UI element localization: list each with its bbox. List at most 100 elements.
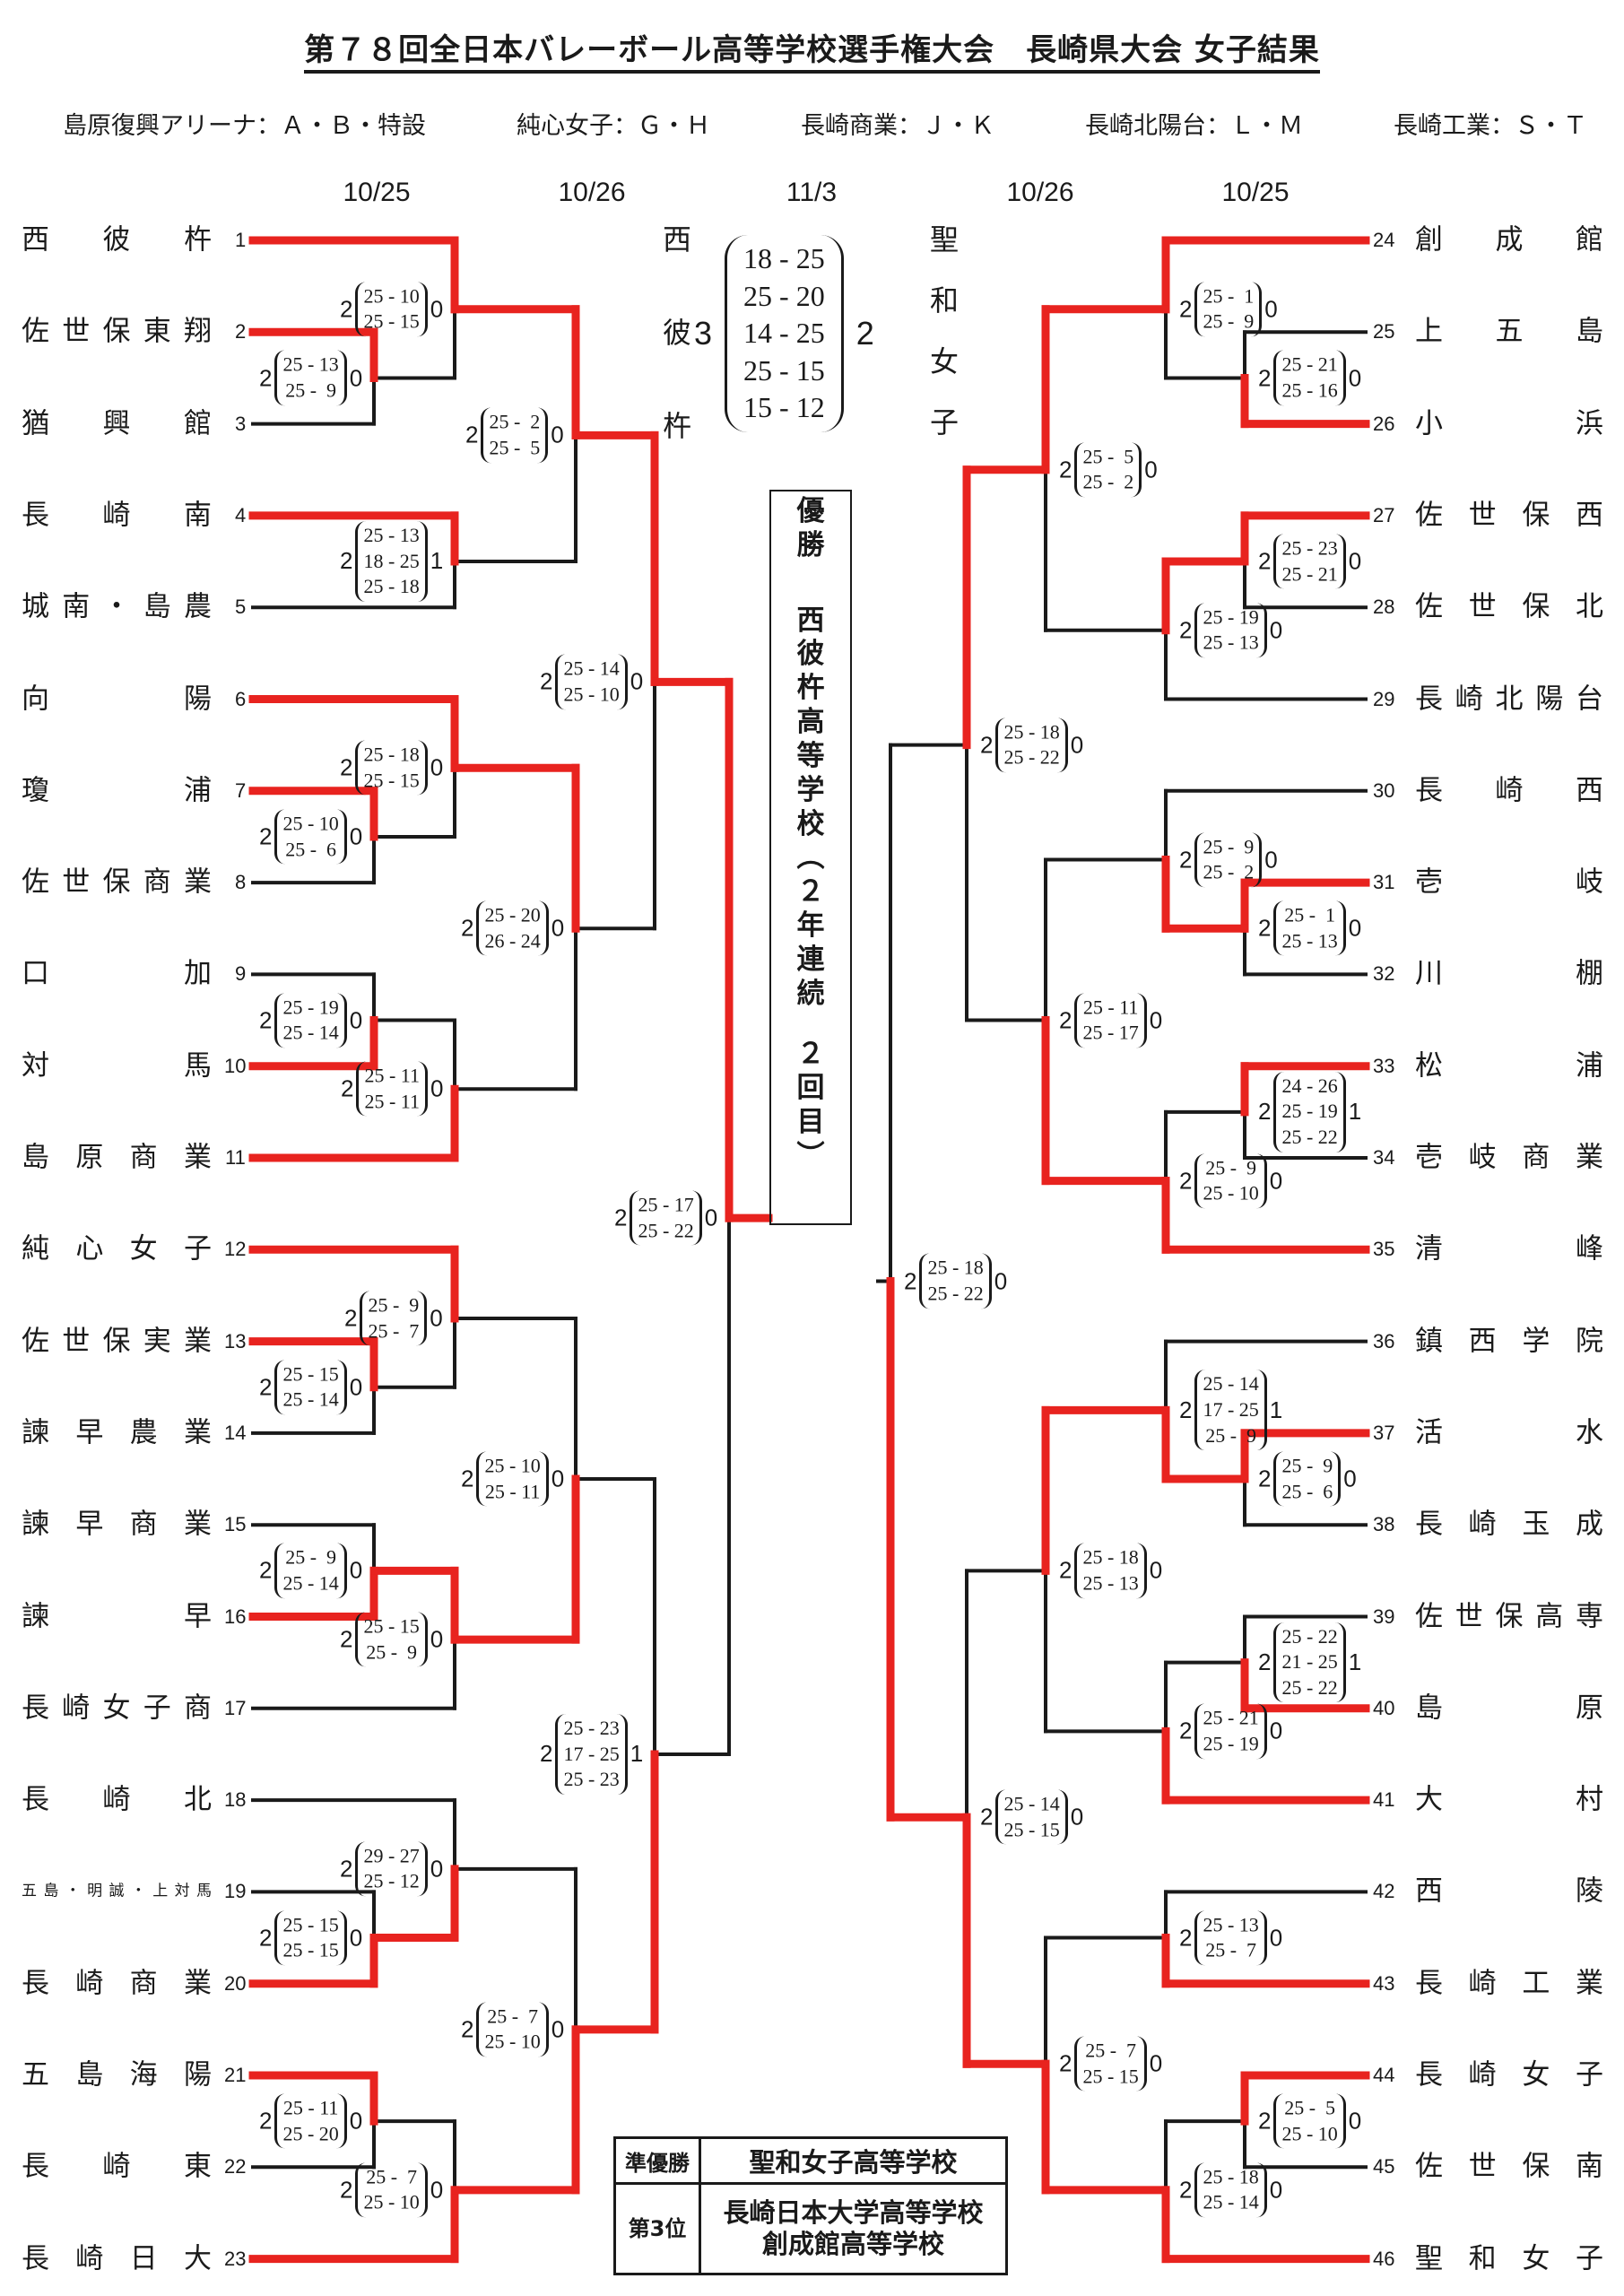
champion-note-char: ︶: [796, 1139, 825, 1172]
champion-note-char: ２: [796, 1038, 825, 1071]
sets-won-loser: 0: [1348, 914, 1362, 942]
team-seed-number: 39: [1373, 1605, 1395, 1628]
sets-won-winner: 2: [340, 1625, 353, 1653]
set-score: 25 - 15: [1082, 2065, 1139, 2088]
team-name: 創成館: [1415, 223, 1603, 257]
set-score: 25 - 18: [1003, 720, 1060, 744]
sets-won-winner: 2: [259, 1556, 273, 1584]
sets-won-winner: 2: [341, 1074, 354, 1102]
set-score: 25 - 22: [1003, 745, 1060, 769]
sets-won-winner: 2: [1059, 2049, 1073, 2077]
set-score: 18 - 25: [363, 549, 420, 572]
set-score: 25 - 14: [282, 1571, 339, 1595]
sets-won-loser: 0: [551, 421, 564, 448]
team-seed-number: 15: [224, 1513, 247, 1536]
sets-won-loser: 0: [1070, 731, 1084, 759]
title-text: 第７８回全日本バレーボール高等学校選手権大会 長崎県大会 女子結果: [304, 32, 1320, 74]
sets-won-winner: 2: [259, 1924, 273, 1952]
team-seed-number: 3: [235, 412, 247, 435]
team-name: 諫早: [22, 1600, 212, 1632]
team-name: 佐世保西: [1415, 499, 1603, 532]
sets-won-winner: 2: [465, 421, 479, 448]
sets-won-loser: 1: [630, 1740, 644, 1768]
set-score: 25 - 10: [363, 2190, 420, 2213]
sets-won-loser: 0: [630, 667, 644, 695]
team-seed-number: 1: [235, 229, 247, 251]
team-seed-number: 31: [1373, 871, 1395, 894]
sets-won-winner: 2: [1179, 616, 1193, 644]
team-name: 城南・島農: [22, 590, 212, 623]
date-right-round2: 10/26: [1006, 178, 1074, 207]
venue-item: 純心女子：Ｇ・Ｈ: [517, 112, 710, 140]
team-name: 小浜: [1415, 407, 1603, 440]
sets-won-loser: 0: [1070, 1803, 1084, 1831]
set-score: 25 - 15: [363, 1614, 420, 1638]
team-name: 清峰: [1415, 1232, 1603, 1265]
set-score: 25 - 23: [1281, 536, 1338, 560]
sets-won-winner: 2: [461, 914, 474, 942]
date-final: 11/3: [786, 178, 838, 207]
team-name: 長崎西: [1415, 774, 1603, 807]
set-score: 25 - 15: [363, 309, 420, 333]
set-score: 25 - 13: [1281, 929, 1338, 952]
team-seed-number: 30: [1373, 778, 1395, 802]
set-score: 25 - 11: [364, 1064, 420, 1087]
champion-note-char: 連: [796, 943, 825, 976]
team-seed-number: 23: [224, 2247, 247, 2270]
sets-won-winner: 2: [340, 753, 353, 781]
champion-note-char: 回: [796, 1072, 825, 1105]
set-score: 25 - 1: [1284, 903, 1336, 926]
team-name: 島原商業: [22, 1141, 212, 1174]
sets-won-loser: 0: [349, 2107, 363, 2135]
sets-won-winner: 2: [1179, 295, 1193, 323]
set-score: 25 - 9: [1203, 834, 1255, 857]
sets-won-loser: 0: [349, 1006, 363, 1034]
set-score: 25 - 19: [282, 995, 339, 1018]
team-name: 純心女子: [22, 1232, 212, 1265]
sets-won-winner: 2: [1179, 1717, 1193, 1744]
team-seed-number: 26: [1373, 412, 1395, 435]
team-name: 長崎南: [22, 499, 212, 532]
sets-won-loser: 0: [349, 822, 363, 850]
team-name: 佐世保高専: [1415, 1600, 1603, 1632]
sets-won-loser: 0: [1348, 2107, 1362, 2135]
team-name: 五島海陽: [22, 2058, 212, 2092]
set-score: 25 - 9: [1203, 309, 1255, 333]
team-name: 壱岐: [1415, 865, 1603, 899]
team-name: 長崎女子商: [22, 1692, 212, 1725]
team-seed-number: 46: [1373, 2247, 1395, 2270]
sets-won-loser: 0: [994, 1266, 1008, 1294]
team-name: 対馬: [22, 1049, 212, 1083]
runner-up-row: 準優勝 聖和女子高等学校: [613, 2136, 1008, 2185]
sets-won-loser: 0: [430, 753, 444, 781]
sets-won-loser: 0: [1269, 1167, 1283, 1195]
sets-won-loser: 0: [430, 1855, 444, 1883]
team-seed-number: 34: [1373, 1146, 1395, 1169]
date-right-round1: 10/25: [1221, 178, 1290, 207]
third-place-row: 第3位 長崎日本大学高等学校 創成館高等学校: [613, 2182, 1008, 2275]
